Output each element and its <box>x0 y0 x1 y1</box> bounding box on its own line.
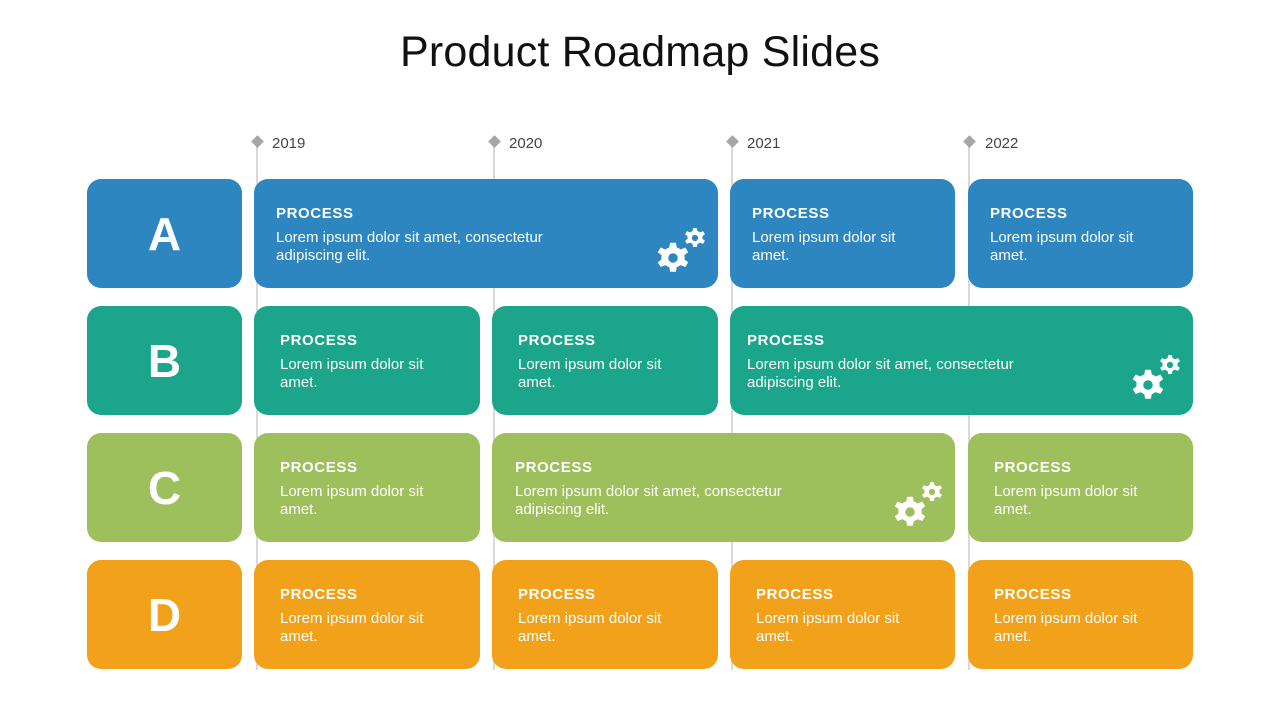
process-text: Lorem ipsum dolor sit amet. <box>280 356 424 391</box>
process-heading: PROCESS <box>280 459 358 476</box>
process-card[interactable]: PROCESS Lorem ipsum dolor sit amet. <box>254 560 480 669</box>
process-card[interactable]: PROCESS Lorem ipsum dolor sit amet. <box>968 433 1193 542</box>
process-heading: PROCESS <box>518 586 596 603</box>
process-card[interactable]: PROCESS Lorem ipsum dolor sit amet. <box>730 179 955 288</box>
process-heading: PROCESS <box>990 205 1068 222</box>
process-heading: PROCESS <box>994 459 1072 476</box>
process-heading: PROCESS <box>276 205 354 222</box>
gears-icon <box>894 482 942 526</box>
process-card[interactable]: PROCESS Lorem ipsum dolor sit amet, cons… <box>730 306 1193 415</box>
process-card[interactable]: PROCESS Lorem ipsum dolor sit amet. <box>254 433 480 542</box>
row-label-text: A <box>147 207 182 260</box>
process-card[interactable]: PROCESS Lorem ipsum dolor sit amet. <box>730 560 955 669</box>
gears-icon <box>1132 355 1180 399</box>
process-card[interactable]: PROCESS Lorem ipsum dolor sit amet, cons… <box>254 179 718 288</box>
row-label-d: D <box>87 560 242 669</box>
process-card[interactable]: PROCESS Lorem ipsum dolor sit amet, cons… <box>492 433 955 542</box>
process-text: Lorem ipsum dolor sit amet, consectetur … <box>747 356 1014 391</box>
row-label-a: A <box>87 179 242 288</box>
process-text: Lorem ipsum dolor sit amet. <box>518 610 662 645</box>
process-card[interactable]: PROCESS Lorem ipsum dolor sit amet. <box>492 306 718 415</box>
process-text: Lorem ipsum dolor sit amet. <box>756 610 900 645</box>
process-text: Lorem ipsum dolor sit amet. <box>994 610 1138 645</box>
row-label-b: B <box>87 306 242 415</box>
process-text: Lorem ipsum dolor sit amet. <box>280 483 424 518</box>
year-label-2020: 2020 <box>509 135 543 152</box>
gears-icon <box>657 228 705 272</box>
diamond-marker-icon <box>488 135 501 148</box>
year-label-2022: 2022 <box>985 135 1019 152</box>
row-label-c: C <box>87 433 242 542</box>
row-label-text: D <box>147 588 182 641</box>
process-heading: PROCESS <box>518 332 596 349</box>
process-heading: PROCESS <box>280 332 358 349</box>
process-heading: PROCESS <box>280 586 358 603</box>
page-title: Product Roadmap Slides <box>399 28 881 76</box>
process-heading: PROCESS <box>994 586 1072 603</box>
process-text: Lorem ipsum dolor sit amet. <box>994 483 1138 518</box>
process-heading: PROCESS <box>747 332 825 349</box>
process-card[interactable]: PROCESS Lorem ipsum dolor sit amet. <box>968 560 1193 669</box>
process-heading: PROCESS <box>756 586 834 603</box>
process-text: Lorem ipsum dolor sit amet. <box>752 229 896 264</box>
row-label-text: C <box>147 461 182 514</box>
year-label-2021: 2021 <box>747 135 781 152</box>
row-label-text: B <box>147 334 182 387</box>
diamond-marker-icon <box>726 135 739 148</box>
process-card[interactable]: PROCESS Lorem ipsum dolor sit amet. <box>254 306 480 415</box>
diamond-marker-icon <box>963 135 976 148</box>
process-text: Lorem ipsum dolor sit amet, consectetur … <box>515 483 782 518</box>
process-heading: PROCESS <box>515 459 593 476</box>
process-text: Lorem ipsum dolor sit amet, consectetur … <box>276 229 543 264</box>
process-text: Lorem ipsum dolor sit amet. <box>280 610 424 645</box>
process-card[interactable]: PROCESS Lorem ipsum dolor sit amet. <box>968 179 1193 288</box>
year-label-2019: 2019 <box>272 135 306 152</box>
process-text: Lorem ipsum dolor sit amet. <box>518 356 662 391</box>
diamond-marker-icon <box>251 135 264 148</box>
process-heading: PROCESS <box>752 205 830 222</box>
process-card[interactable]: PROCESS Lorem ipsum dolor sit amet. <box>492 560 718 669</box>
process-text: Lorem ipsum dolor sit amet. <box>990 229 1134 264</box>
